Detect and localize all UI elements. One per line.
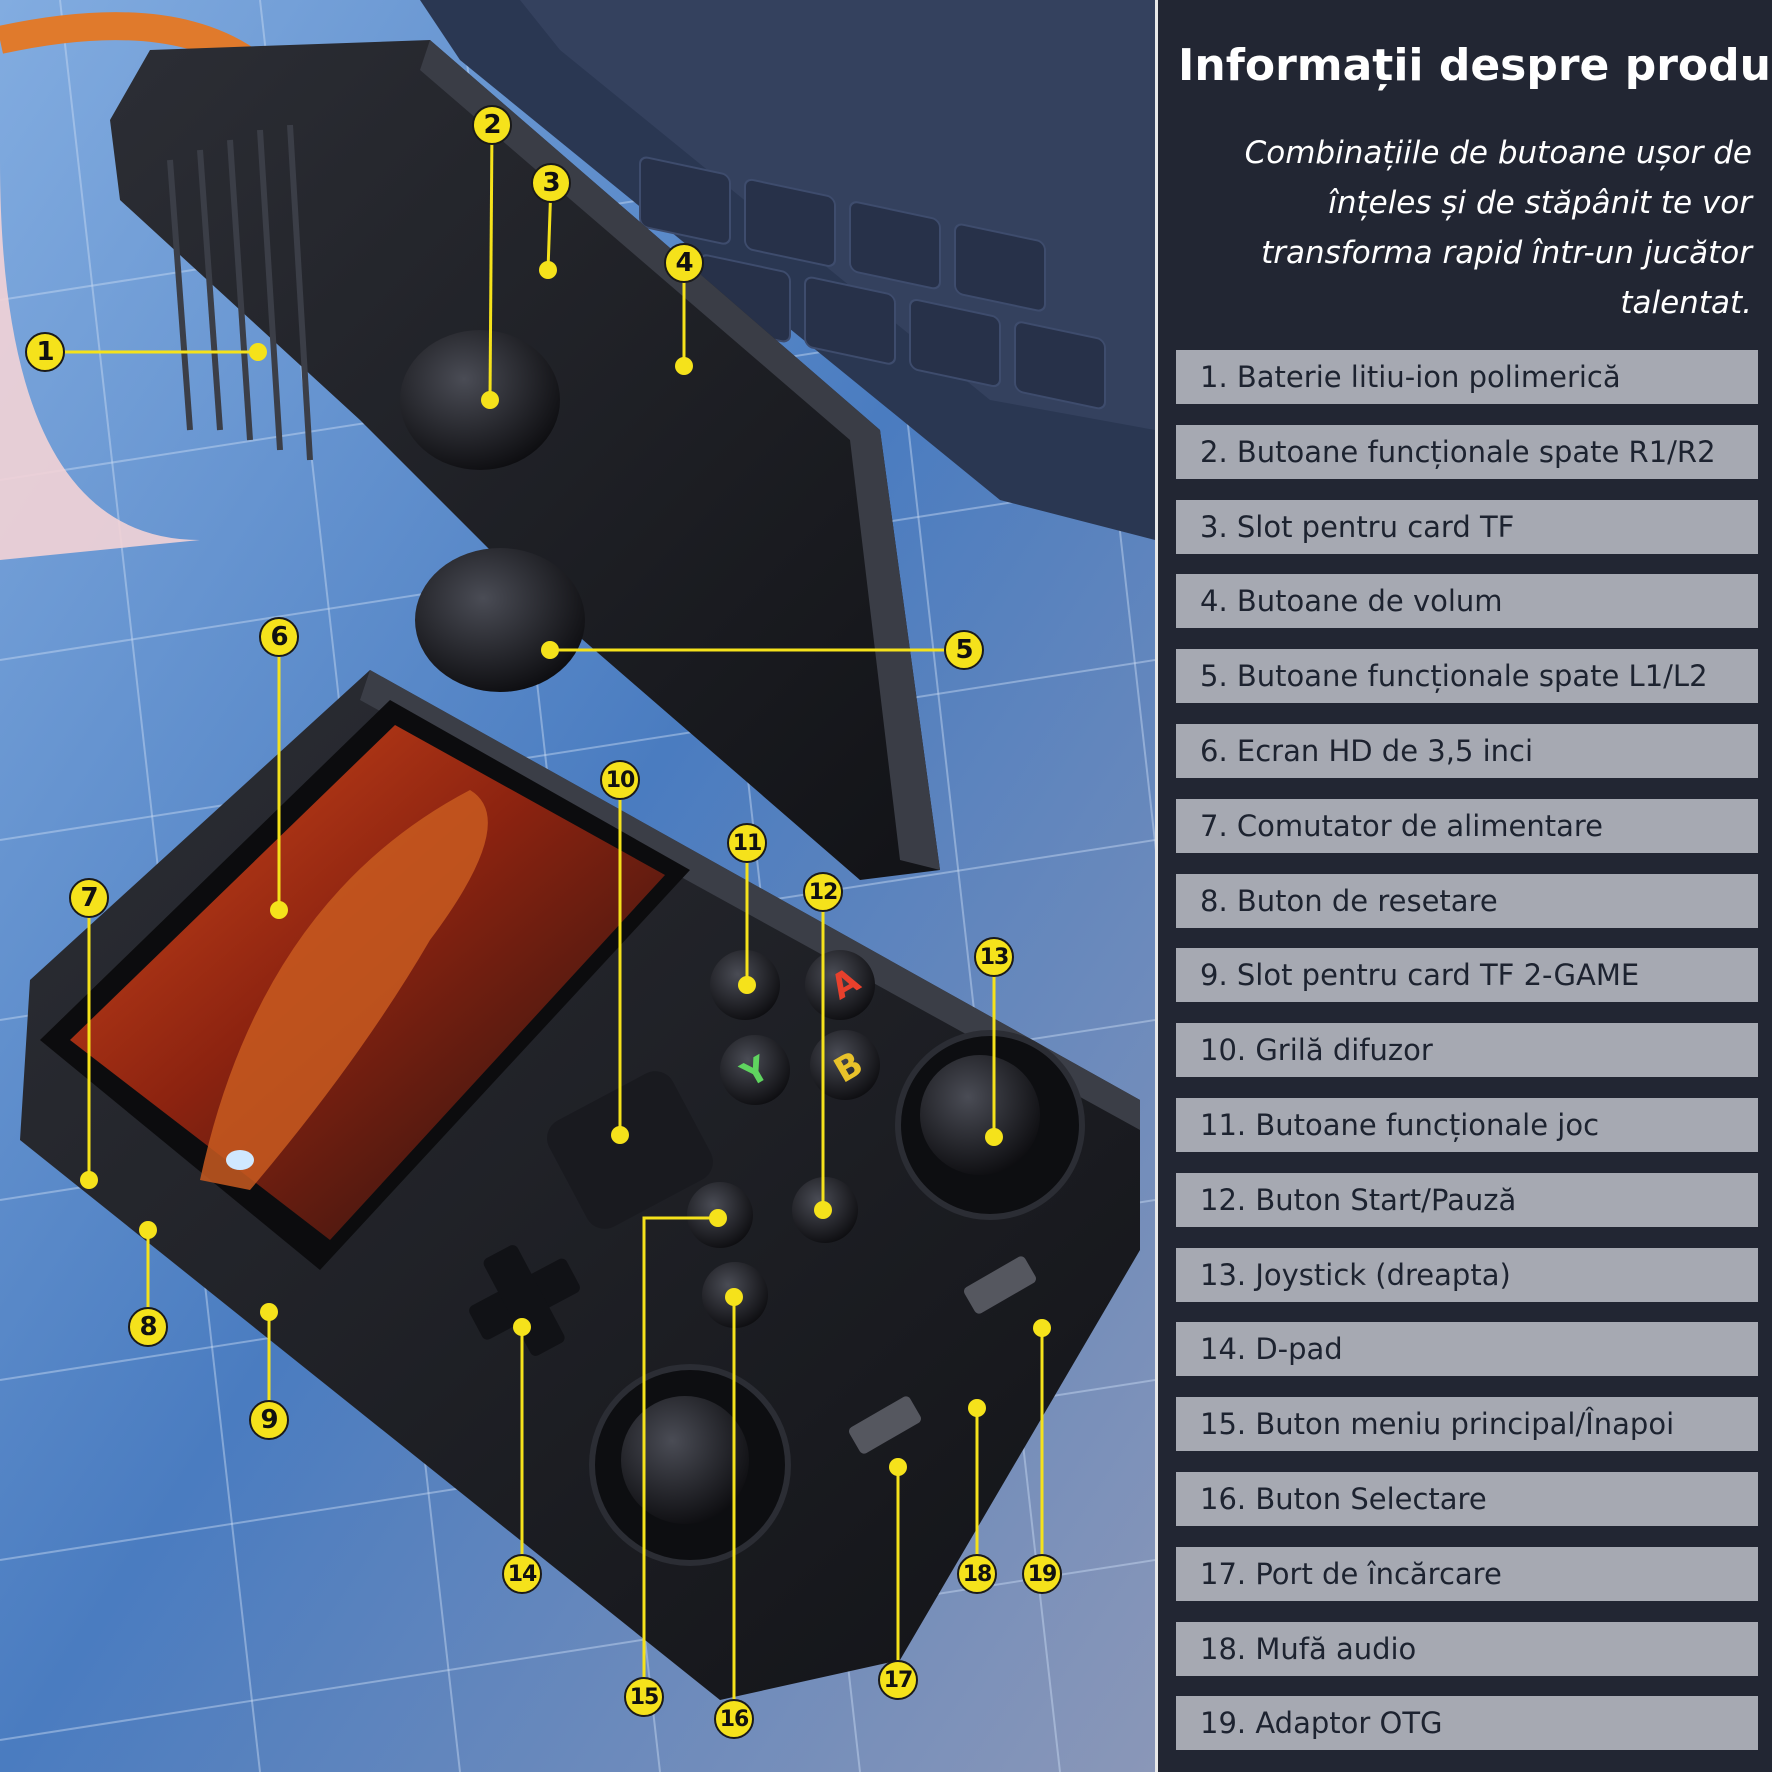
feature-item-12: 12. Buton Start/Pauză [1176,1172,1758,1227]
feature-item-14: 14. D-pad [1176,1322,1758,1377]
leader-dots [80,261,1051,1476]
callout-3: 3 [531,163,571,203]
callout-10: 10 [600,760,640,800]
feature-item-18: 18. Mufă audio [1176,1621,1758,1676]
feature-item-7: 7. Comutator de alimentare [1176,798,1758,853]
callout-16: 16 [714,1699,754,1739]
callout-2: 2 [472,105,512,145]
feature-item-2: 2. Butoane funcționale spate R1/R2 [1176,424,1758,479]
feature-list: 1. Baterie litiu-ion polimerică 2. Butoa… [1176,350,1758,1771]
laptop [420,0,1155,540]
callout-9: 9 [249,1400,289,1440]
product-photo: A B Y [0,0,1155,1772]
panel-title: Informații despre produs [1178,40,1772,91]
callout-5: 5 [944,630,984,670]
device-illustration: A B Y [0,0,1155,1772]
panel-subtitle: Combinațiile de butoane ușor de înțeles … [1244,135,1752,321]
device-front [20,670,1140,1700]
callout-8: 8 [128,1307,168,1347]
feature-item-16: 16. Buton Selectare [1176,1471,1758,1526]
feature-item-6: 6. Ecran HD de 3,5 inci [1176,723,1758,778]
callout-14: 14 [502,1554,542,1594]
callout-12: 12 [803,872,843,912]
feature-item-8: 8. Buton de resetare [1176,873,1758,928]
info-panel: Informații despre produs Combinațiile de… [1158,0,1772,1772]
callout-13: 13 [974,937,1014,977]
callout-17: 17 [878,1660,918,1700]
feature-item-17: 17. Port de încărcare [1176,1546,1758,1601]
feature-item-9: 9. Slot pentru card TF 2-GAME [1176,948,1758,1003]
callout-4: 4 [664,243,704,283]
panel-divider [1155,0,1158,1772]
feature-item-11: 11. Butoane funcționale joc [1176,1097,1758,1152]
feature-item-5: 5. Butoane funcționale spate L1/L2 [1176,649,1758,704]
device-back [110,40,940,880]
feature-item-15: 15. Buton meniu principal/Înapoi [1176,1397,1758,1452]
callout-6: 6 [259,617,299,657]
callout-1: 1 [25,332,65,372]
feature-item-3: 3. Slot pentru card TF [1176,499,1758,554]
callout-15: 15 [624,1677,664,1717]
callout-7: 7 [69,878,109,918]
pink-arc [0,160,200,560]
callout-18: 18 [957,1554,997,1594]
feature-item-19: 19. Adaptor OTG [1176,1696,1758,1751]
leader-lines [45,124,1044,1719]
feature-item-13: 13. Joystick (dreapta) [1176,1247,1758,1302]
feature-item-10: 10. Grilă difuzor [1176,1023,1758,1078]
feature-item-4: 4. Butoane de volum [1176,574,1758,629]
feature-item-1: 1. Baterie litiu-ion polimerică [1176,350,1758,404]
callout-19: 19 [1022,1554,1062,1594]
callout-11: 11 [727,823,767,863]
